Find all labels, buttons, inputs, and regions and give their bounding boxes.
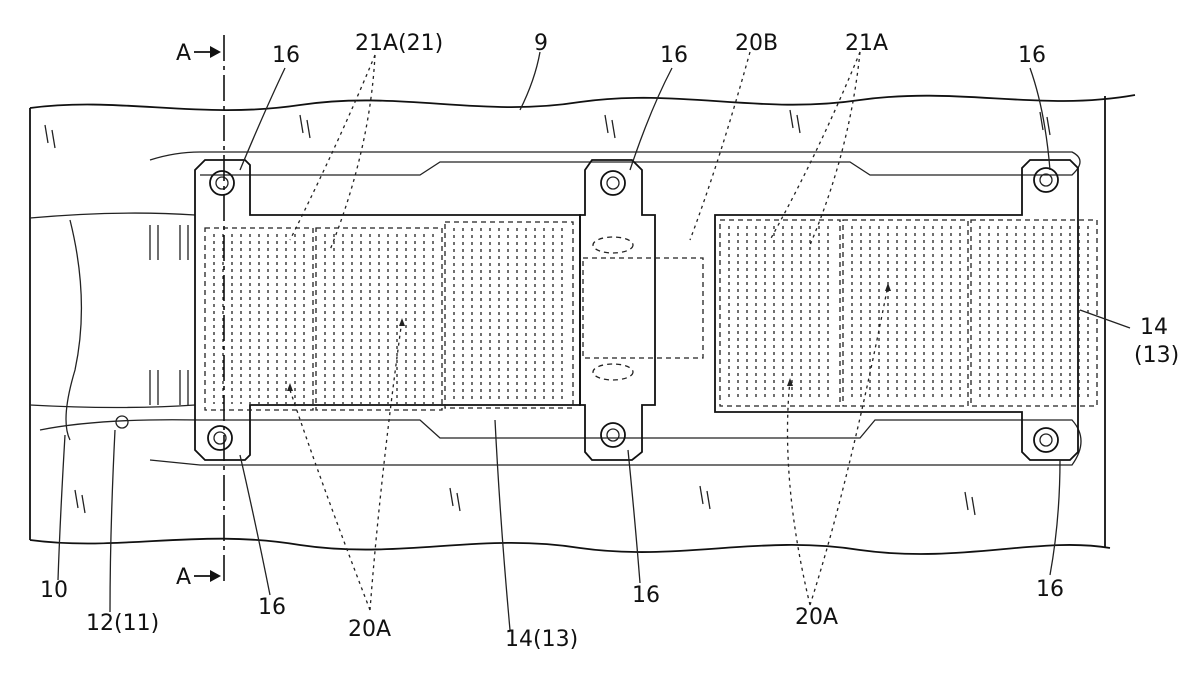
- label-16-top-mid: 16: [660, 43, 688, 68]
- bracket-right-outline: [714, 159, 1079, 461]
- label-21A: 21A: [845, 31, 888, 56]
- bolt-16-bottom-mid: [600, 422, 626, 448]
- label-16-bottom-right: 16: [1036, 577, 1064, 602]
- label-16-top-left: 16: [272, 43, 300, 68]
- rail-inner-lower: [29, 404, 196, 409]
- cell-fins: [213, 226, 1089, 404]
- module-arrows: [287, 283, 891, 391]
- center-module-20B: [582, 257, 704, 359]
- label-14-right: 14: [1140, 315, 1168, 340]
- label-section-bottom: A: [176, 565, 191, 590]
- label-21A-21: 21A(21): [355, 31, 443, 56]
- panel-hatch-marks: [44, 109, 1051, 516]
- label-20A-right: 20A: [795, 605, 838, 630]
- panel-upper-edge: [29, 94, 1136, 111]
- bolt-16-top-mid: [600, 170, 626, 196]
- rail-upper-line: [149, 151, 1081, 176]
- bracket-left-outline: [194, 159, 581, 461]
- label-12-11: 12(11): [86, 611, 159, 636]
- label-16-top-right: 16: [1018, 43, 1046, 68]
- bolt-16-top-right: [1033, 167, 1059, 193]
- cable-10: [65, 219, 83, 441]
- bolt-16-bottom-left: [207, 425, 233, 451]
- center-connector-bottom: [592, 363, 634, 381]
- leader-lines: [57, 51, 1131, 631]
- center-connector-top: [592, 236, 634, 254]
- bolt-16-top-left: [209, 170, 235, 196]
- panel-lower-edge: [29, 537, 1111, 555]
- label-9: 9: [534, 31, 548, 56]
- section-arrow-bottom: [194, 570, 221, 582]
- cell-modules-right: [719, 219, 1098, 407]
- label-16-bottom-left: 16: [258, 595, 286, 620]
- hole-12: [115, 415, 129, 429]
- label-16-bottom-mid: 16: [632, 583, 660, 608]
- rail-inner-upper: [29, 212, 196, 219]
- rail-slots: [149, 225, 189, 405]
- label-20A-left: 20A: [348, 617, 391, 642]
- label-20B: 20B: [735, 31, 778, 56]
- label-section-top: A: [176, 41, 191, 66]
- label-14-13-bottom: 14(13): [505, 627, 578, 652]
- bracket-center-outline: [579, 159, 656, 461]
- rail-lower-line: [39, 419, 1082, 466]
- bolt-16-bottom-right: [1033, 427, 1059, 453]
- dotted-leaders: [289, 51, 889, 611]
- label-10: 10: [40, 578, 68, 603]
- cell-modules-left: [204, 221, 574, 411]
- label-13-right: (13): [1134, 343, 1179, 368]
- section-arrow-top: [194, 46, 221, 58]
